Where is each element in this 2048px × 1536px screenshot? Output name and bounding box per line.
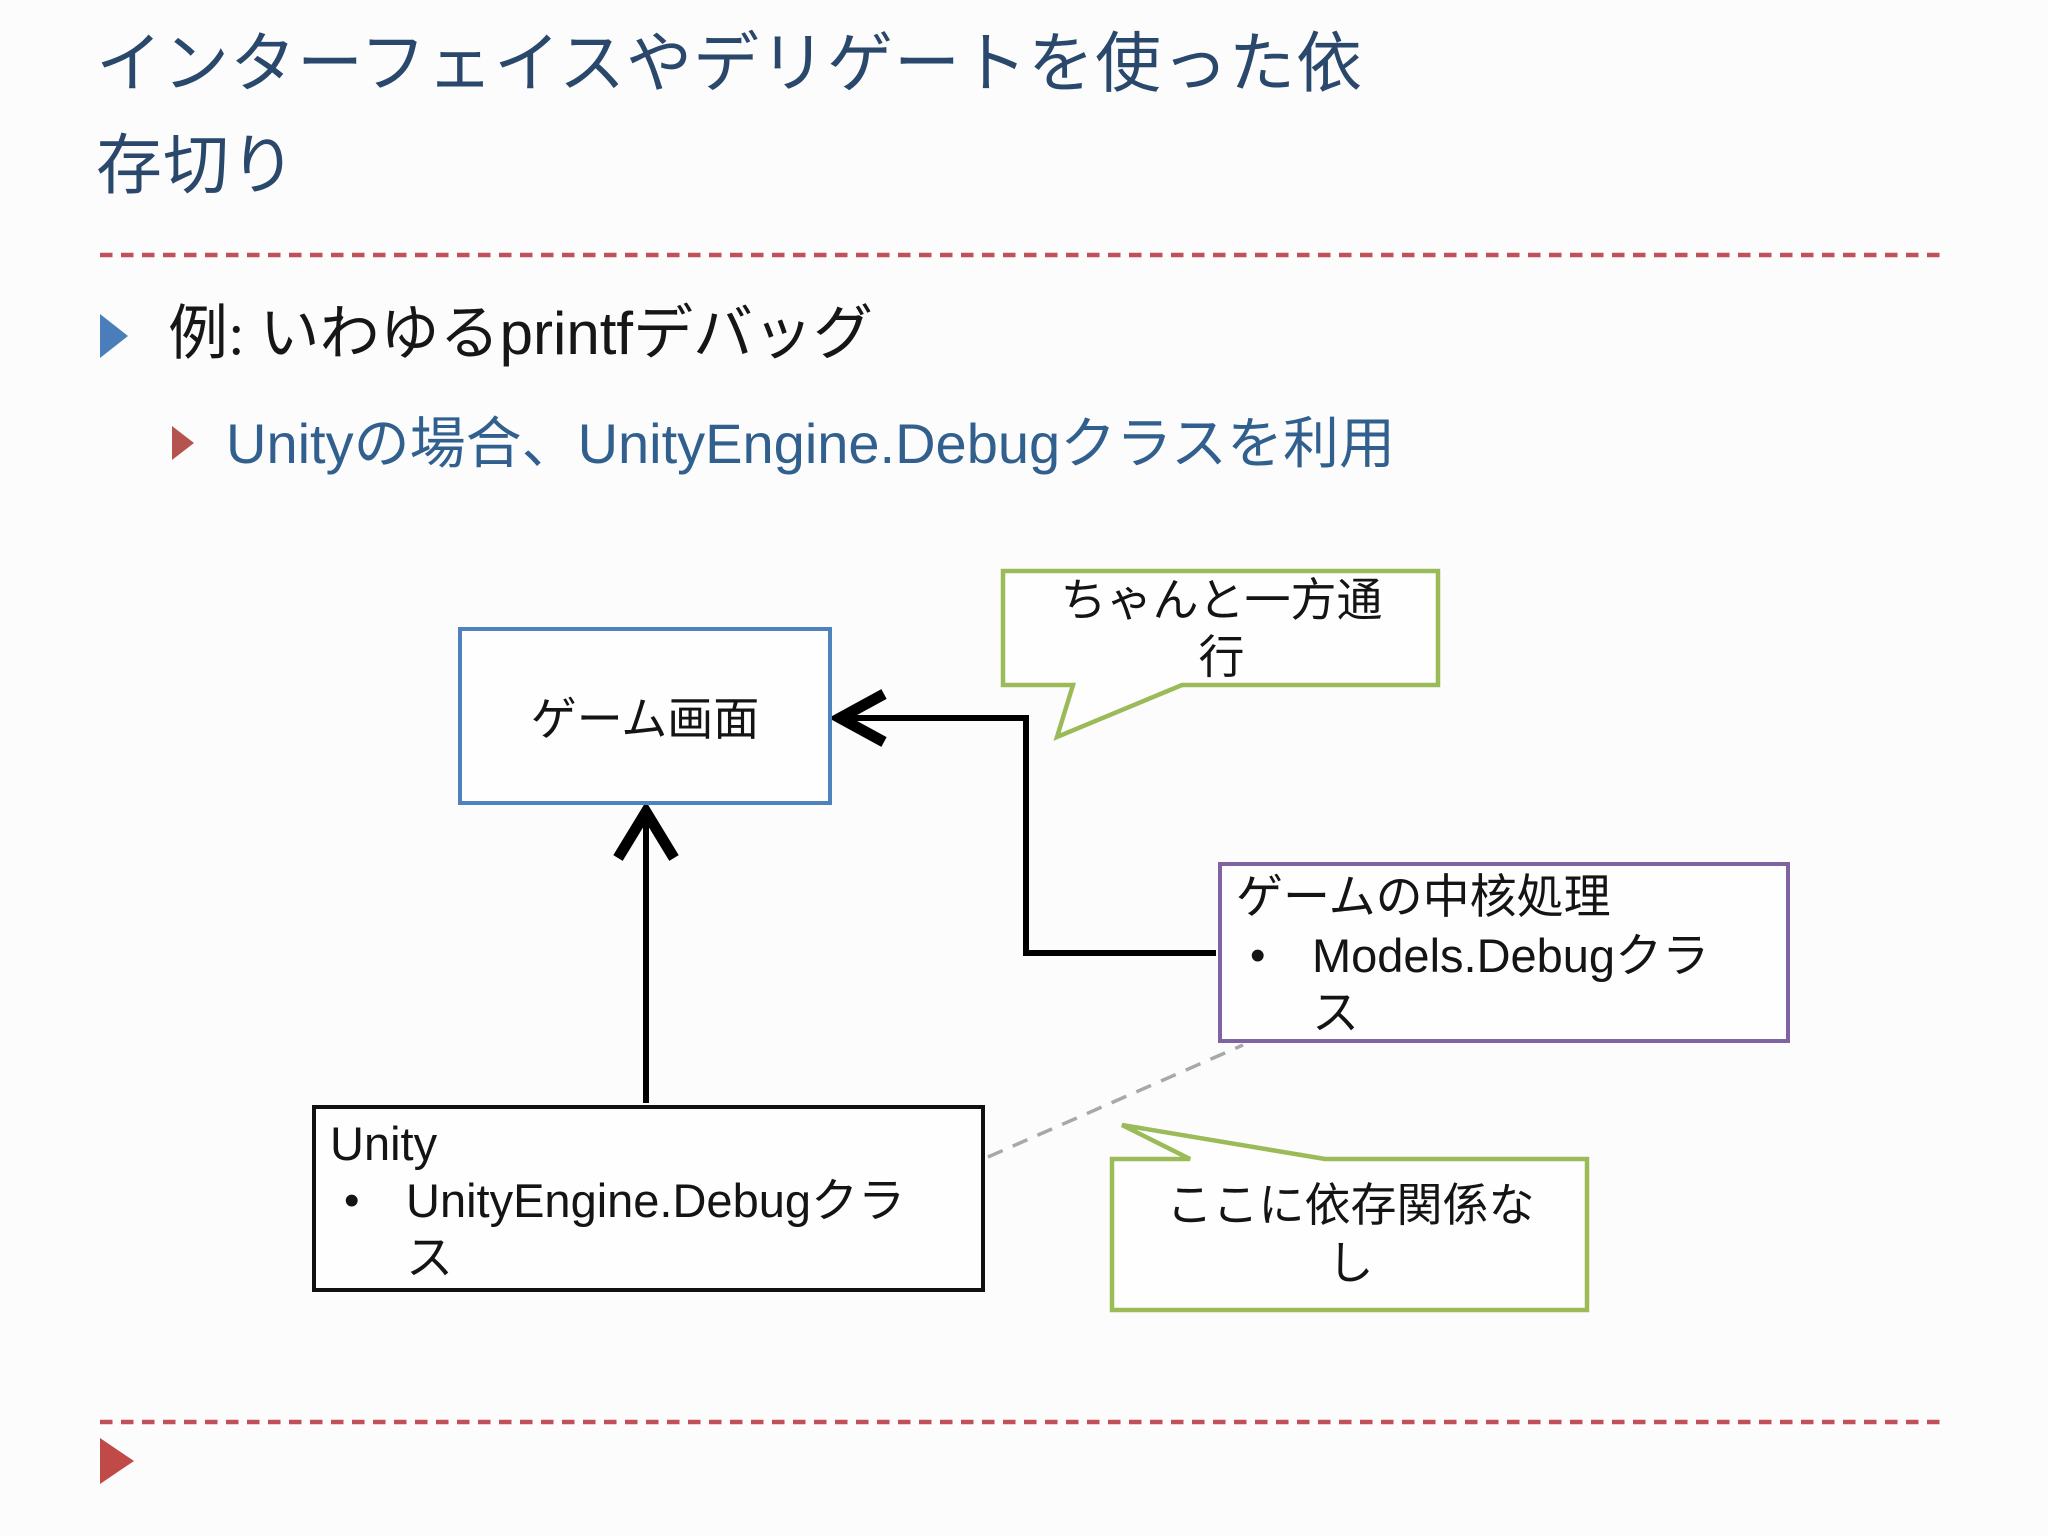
callout-no-dependency-text: ここに依存関係な し xyxy=(1166,1180,1535,1289)
bullet1-code: printf xyxy=(499,300,634,367)
core-box-bullet-text: Models.Debugクラ ス xyxy=(1312,929,1710,1039)
callout-bubble-no-dependency xyxy=(1109,1122,1590,1313)
bullet-level1-text: 例: いわゆるprintfデバッグ xyxy=(168,298,873,370)
bullet1-jp-pre: 例: いわゆる xyxy=(168,301,500,367)
core-box-bullet: • Models.Debugクラ ス xyxy=(1236,927,1778,1041)
bullet-triangle-red-icon xyxy=(172,426,194,460)
arrow-unity-to-game-screen xyxy=(613,801,679,1103)
bullet-triangle-blue-icon xyxy=(100,314,128,358)
unity-box: Unity • UnityEngine.Debugクラ ス xyxy=(312,1105,985,1292)
slide-title: インターフェイスやデリゲートを使った依 存切り xyxy=(96,28,1364,204)
unity-box-bullet: • UnityEngine.Debugクラ ス xyxy=(330,1172,973,1286)
core-box-bullet-marker: • xyxy=(1250,931,1266,980)
callout-bubble-one-way xyxy=(1000,568,1441,741)
core-processing-box: ゲームの中核処理 • Models.Debugクラ ス xyxy=(1218,862,1790,1043)
bullet2-jp1: の場合、 xyxy=(353,414,578,476)
bullet1-jp-post: デバッグ xyxy=(633,301,874,367)
bullet-level2: Unityの場合、UnityEngine.Debugクラスを利用 xyxy=(172,410,1395,479)
bullet-level1: 例: いわゆるprintfデバッグ xyxy=(100,298,873,370)
game-screen-box: ゲーム画面 xyxy=(458,627,832,805)
core-box-title: ゲームの中核処理 xyxy=(1236,872,1611,924)
game-screen-box-label: ゲーム画面 xyxy=(530,694,760,745)
bullet2-jp2: クラスを利用 xyxy=(1060,414,1396,476)
no-dependency-dashed-connector xyxy=(987,1043,1244,1159)
bullet2-code1: Unity xyxy=(226,412,354,475)
bullet-level2-text: Unityの場合、UnityEngine.Debugクラスを利用 xyxy=(226,410,1395,479)
corner-triangle-icon xyxy=(100,1438,134,1484)
callout-one-way-text: ちゃんと一方通 行 xyxy=(1060,574,1383,684)
unity-box-bullet-marker: • xyxy=(344,1176,360,1225)
unity-box-bullet-text: UnityEngine.Debugクラ ス xyxy=(406,1174,905,1284)
bullet2-code2: UnityEngine.Debug xyxy=(577,412,1061,475)
arrow-core-to-game-screen xyxy=(828,689,1216,956)
unity-box-title: Unity xyxy=(330,1117,438,1170)
